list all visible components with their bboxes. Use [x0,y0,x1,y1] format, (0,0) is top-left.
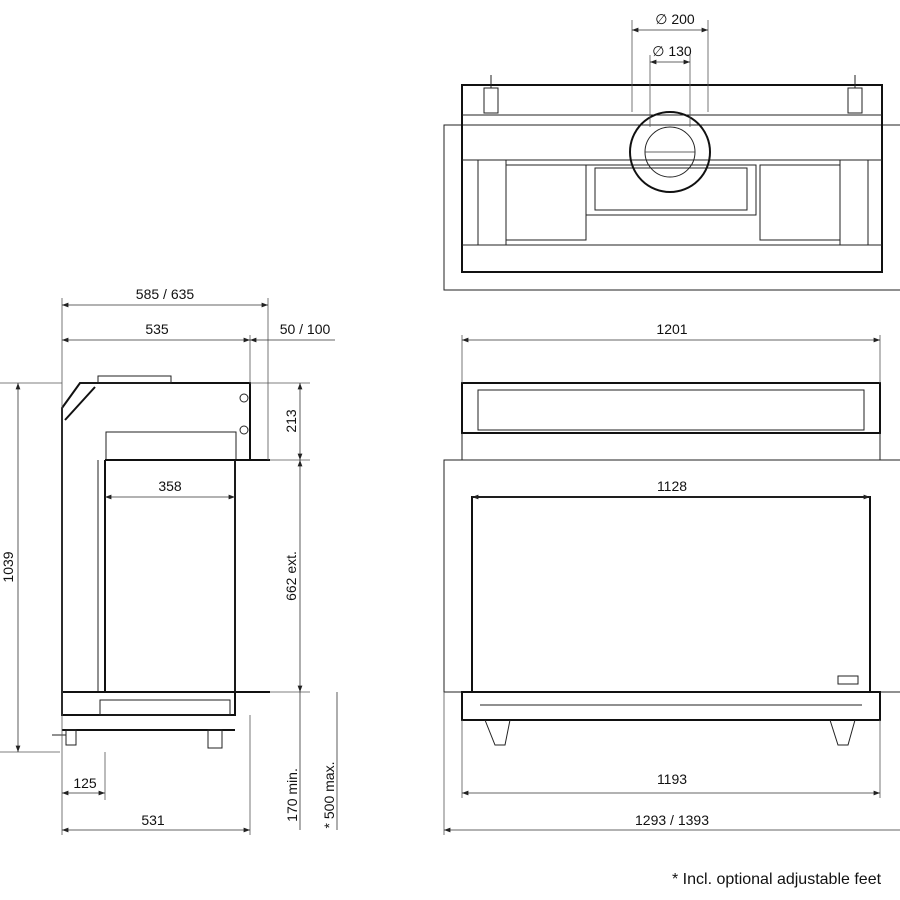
dim-frame-width: 1293 / 1393 [635,812,709,828]
dim-firebox-depth: 358 [158,478,182,494]
foot [65,729,77,746]
dim-frame-offset: 50 / 100 [280,321,331,337]
dim-base-width: 1193 [657,771,687,787]
dim-flue-outer: ∅ 200 [655,11,695,27]
dim-body-depth: 535 [145,321,169,337]
dim-max-height: * 500 max. [321,762,337,829]
flue-outer-circle [629,111,711,193]
dim-overall-depth: 585 / 635 [136,286,195,302]
dim-base-depth: 531 [141,812,165,828]
side-view: 585 / 635 535 50 / 100 213 358 1039 662 … [0,286,338,835]
dim-top-width: 1201 [656,321,687,337]
foot [207,729,223,749]
dim-foot-offset: 125 [73,775,97,791]
dim-glass-height: 662 ext. [283,551,299,601]
dim-flue-inner: ∅ 130 [652,43,692,59]
dim-total-height: 1039 [0,551,16,582]
dim-glass-width: 1128 [657,478,687,494]
front-view: 1201 1128 1193 1293 / 1393 [443,321,900,835]
dim-top-height: 213 [283,409,299,433]
top-view: ∅ 200 ∅ 130 [443,11,900,291]
dim-min-height: 170 min. [284,768,300,822]
footnote: * Incl. optional adjustable feet [672,871,882,888]
